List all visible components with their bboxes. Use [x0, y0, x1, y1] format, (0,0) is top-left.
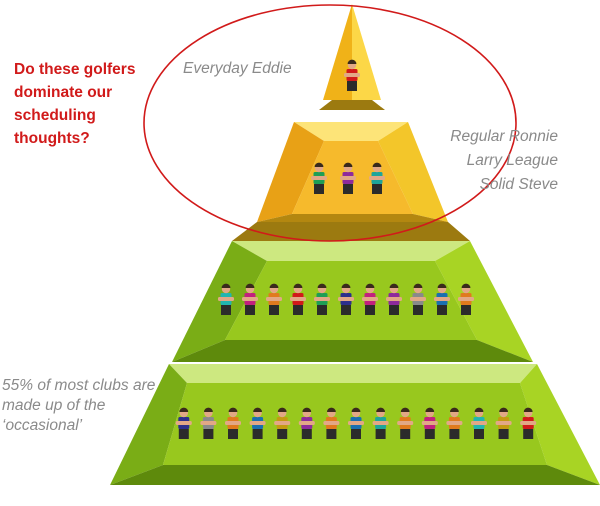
tier-4-label: 55% of most clubs are made up of the ‘oc…: [2, 377, 156, 434]
golfer-figure: [362, 283, 378, 315]
golfer-figure: [175, 407, 192, 439]
golfer-figure: [386, 283, 402, 315]
golfer-figure: [458, 283, 474, 315]
golfer-figure: [249, 407, 266, 439]
tier-2-block: [232, 122, 470, 241]
golfer-figure: [348, 407, 364, 439]
tier-2-label-1: Regular Ronnie: [450, 128, 558, 145]
golfer-figure: [338, 283, 354, 315]
question-text: Do these golfers dominate our scheduling…: [14, 61, 136, 147]
golfer-figure: [266, 283, 282, 315]
golfer-figure: [311, 162, 327, 194]
golfer-figure: [340, 162, 356, 194]
tier-3-block: [172, 241, 533, 362]
golfer-figure: [200, 407, 217, 439]
tier-4-block: [110, 364, 600, 485]
golfer-figure: [434, 283, 450, 315]
golfer-figure: [314, 283, 330, 315]
golfer-figure: [397, 407, 414, 439]
golfer-figure: [495, 407, 512, 439]
golfer-figure: [471, 407, 487, 439]
golfer-figure: [218, 283, 234, 315]
golfer-figure: [290, 283, 306, 315]
golfer-figure: [323, 407, 340, 439]
tier-1-label: Everyday Eddie: [183, 60, 292, 77]
tier-2-label-2: Larry League: [466, 152, 558, 169]
golfer-figure: [369, 162, 385, 194]
golfer-figure: [298, 407, 315, 439]
golfer-figure: [242, 283, 258, 315]
golfer-figure: [372, 407, 389, 439]
tier-2-labels: Regular Ronnie Larry League Solid Steve: [450, 125, 558, 197]
highlight-ellipse: [143, 4, 517, 242]
golfer-figure: [421, 407, 438, 439]
golfer-figure: [520, 407, 537, 439]
tier-1-block: [319, 4, 385, 110]
golfer-figure: [344, 59, 360, 91]
golfer-figure: [274, 407, 291, 439]
golfer-figure: [410, 283, 426, 315]
golfer-figure: [446, 407, 463, 439]
golfer-figure: [225, 407, 241, 439]
tier-2-label-3: Solid Steve: [479, 176, 558, 193]
